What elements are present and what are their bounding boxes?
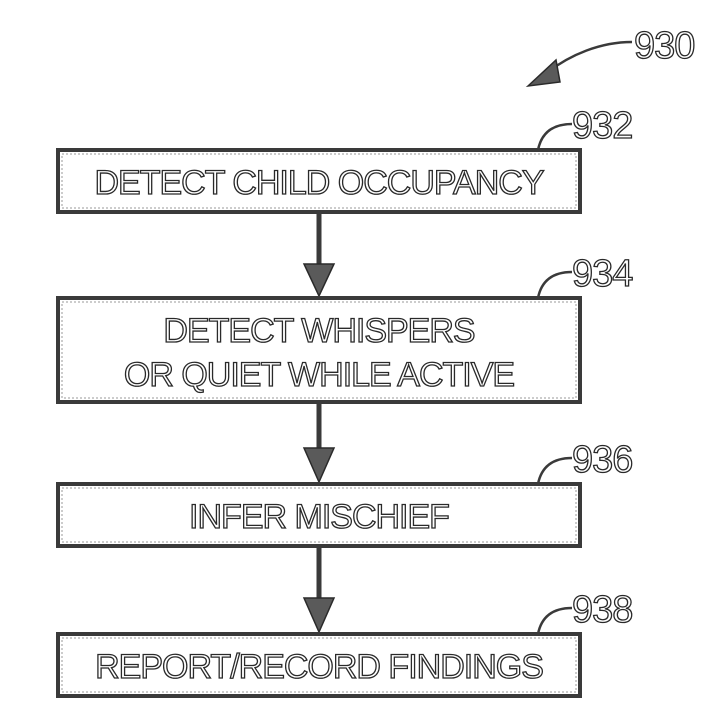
step-label: REPORT/RECORD FINDINGS xyxy=(95,648,543,686)
step-label: INFER MISCHIEF xyxy=(189,498,449,536)
step-box xyxy=(56,148,582,214)
step-box xyxy=(56,296,582,404)
step-ref-label: 936 xyxy=(572,439,632,481)
step-box xyxy=(56,632,582,698)
step-ref-label: 938 xyxy=(572,589,632,631)
step-ref-leader xyxy=(536,122,573,151)
step-ref-leader xyxy=(536,456,573,485)
step-box-inner-border xyxy=(61,487,577,543)
step-label: DETECT CHILD OCCUPANCY xyxy=(94,164,543,202)
step-box-inner-border xyxy=(61,301,577,399)
flow-arrow xyxy=(302,546,336,634)
step-box-inner-border xyxy=(61,637,577,693)
figure-reference-label: 930 xyxy=(634,25,694,67)
flow-arrow xyxy=(302,212,336,298)
flow-arrow xyxy=(302,402,336,484)
figure-reference-arrowhead xyxy=(525,58,561,88)
step-ref-label: 934 xyxy=(572,253,633,295)
step-ref-leader xyxy=(536,606,573,635)
step-report-record-findings: REPORT/RECORD FINDINGS 938 xyxy=(56,588,634,698)
step-detect-whispers: DETECT WHISPERS OR QUIET WHILE ACTIVE 93… xyxy=(56,252,635,404)
step-detect-child-occupancy: DETECT CHILD OCCUPANCY 932 xyxy=(56,104,634,214)
step-label-line-1: DETECT WHISPERS xyxy=(163,312,475,350)
step-infer-mischief: INFER MISCHIEF 936 xyxy=(56,438,634,548)
figure-reference: 930 xyxy=(525,24,696,88)
figure-reference-leader xyxy=(547,40,633,73)
step-box xyxy=(56,482,582,548)
step-ref-leader xyxy=(536,270,573,299)
step-label-line-2: OR QUIET WHILE ACTIVE xyxy=(124,356,515,394)
step-box-inner-border xyxy=(61,153,577,209)
step-ref-label: 932 xyxy=(572,105,632,147)
